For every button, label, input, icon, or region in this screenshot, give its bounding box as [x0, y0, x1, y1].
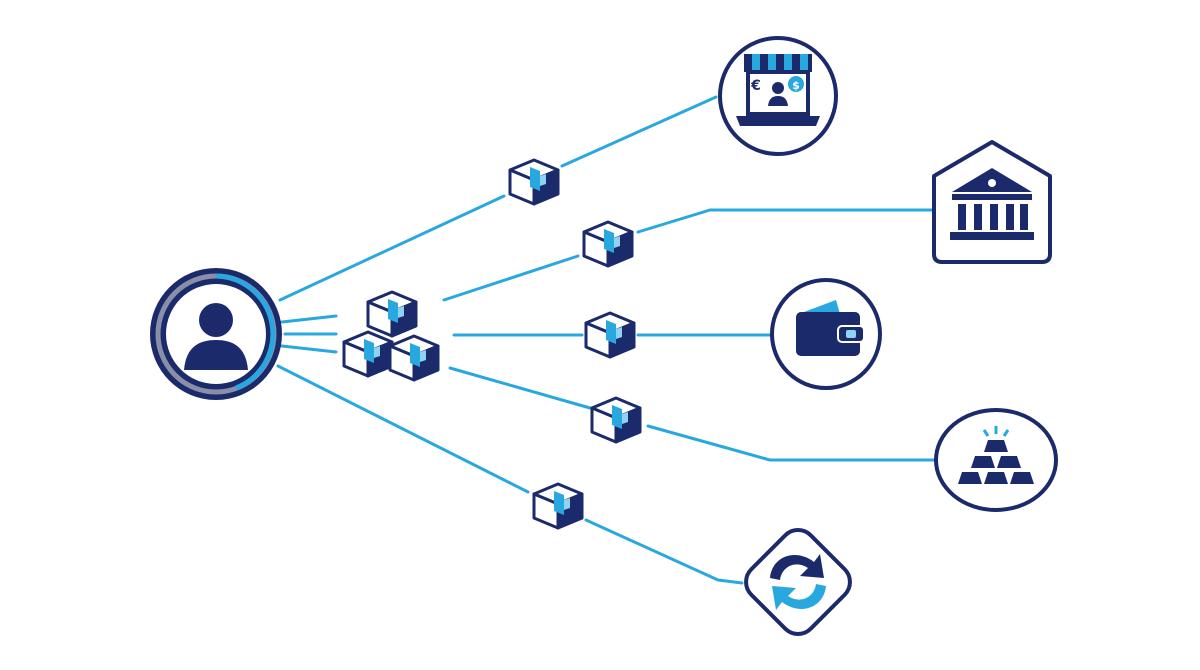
- gold-node[interactable]: [934, 408, 1058, 512]
- connector-user-hub-1: [280, 314, 338, 324]
- package-icon: [582, 220, 634, 268]
- connector-exchange-2: [584, 518, 744, 585]
- connector-user-hub-3: [280, 344, 338, 354]
- exchange-node[interactable]: [739, 523, 858, 642]
- wallet-icon: [796, 300, 865, 356]
- package-icon: [508, 158, 560, 206]
- connector-shop-2: [560, 95, 718, 168]
- exchange-arrows-icon: [770, 554, 826, 610]
- online-shop-laptop-icon: € $: [736, 54, 820, 126]
- online-shop-node[interactable]: € $: [718, 36, 838, 156]
- dollar-symbol: $: [792, 79, 800, 92]
- euro-symbol: €: [750, 78, 761, 94]
- package-icon: [584, 311, 636, 359]
- connector-shop: [278, 194, 506, 302]
- user-icon: [184, 303, 248, 370]
- boxes-stack-icon: [342, 290, 440, 382]
- user-node: [150, 268, 282, 400]
- connector-bank: [442, 254, 580, 302]
- connector-gold-2: [646, 424, 938, 462]
- connector-gold: [448, 366, 592, 410]
- connector-packages: [508, 158, 642, 530]
- connector-lines: [276, 95, 938, 585]
- connector-exchange: [276, 364, 530, 494]
- wallet-node[interactable]: [770, 278, 882, 390]
- gold-bars-icon: [958, 426, 1034, 484]
- package-icon: [532, 482, 584, 530]
- connector-bank-2: [636, 208, 936, 234]
- package-icon: [590, 396, 642, 444]
- bank-node[interactable]: [932, 140, 1052, 264]
- bank-building-icon: [950, 168, 1034, 240]
